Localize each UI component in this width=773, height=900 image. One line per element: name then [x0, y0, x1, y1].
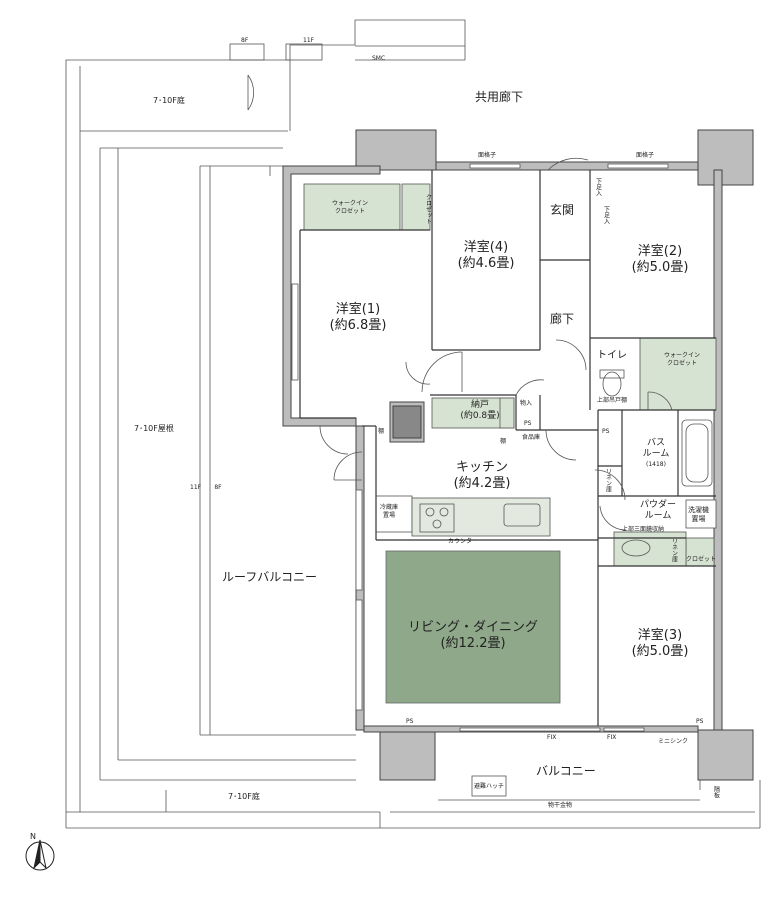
counter-label: カウンター: [448, 538, 479, 545]
mono-label: 物入: [520, 400, 533, 407]
kitchen-size: (約4.2畳): [453, 476, 511, 492]
roof-label: 7･10F屋根: [134, 424, 174, 433]
wic1-line-a: ウォークイン: [332, 200, 369, 207]
closets: [303, 183, 717, 567]
floor-11f-label: 11F: [303, 37, 315, 44]
clothes-label: 物干金物: [548, 802, 573, 809]
fix2-label: FIX: [607, 734, 617, 741]
bath-size: (1418): [646, 460, 666, 468]
bed3-size: (約5.0畳): [631, 644, 689, 660]
powder-name2: ルーム: [644, 511, 672, 522]
floor-8f-side-label: 8F: [214, 484, 222, 491]
shoes2-label: 下足入: [602, 206, 610, 224]
wic1-line-b: クロゼット: [335, 207, 366, 215]
powder-label: パウダー ルーム: [630, 500, 686, 523]
north-label: N: [30, 832, 36, 841]
north-arrow: [25, 839, 55, 871]
washer-label: 洗濯機 置場: [688, 506, 709, 524]
toilet-label: トイレ: [597, 350, 627, 361]
wic2-line-a: ウォークイン: [664, 352, 701, 359]
roof-balcony-label: ルーフバルコニー: [222, 570, 318, 584]
hatch-label: 避難ハッチ: [474, 783, 505, 790]
lattice2-label: 面格子: [636, 152, 655, 159]
bath-name2: ルーム: [642, 449, 670, 460]
linen1-label: リネン庫: [604, 468, 612, 492]
wic1-label: ウォークイン クロゼット: [332, 200, 368, 215]
vanity-upper-label: 上部三面鏡収納: [622, 526, 665, 533]
bed2-name: 洋室(2): [637, 244, 683, 259]
bed1-size: (約6.8畳): [329, 318, 387, 334]
doors: [319, 157, 673, 531]
bed2-label: 洋室(2) (約5.0畳): [620, 244, 700, 277]
kitchen-label: キッチン (約4.2畳): [440, 460, 524, 493]
ldk-size: (約12.2畳): [440, 636, 506, 652]
floor-8f-label: 8F: [241, 37, 249, 44]
toilet-shelf-label: 上部吊戸棚: [597, 397, 628, 404]
vanity-basin: [621, 539, 651, 557]
wic2-line-b: クロゼット: [667, 359, 698, 367]
storage-label: 納戸 (約0.8畳): [452, 400, 508, 423]
shoes1-label: 下足入: [594, 178, 602, 196]
partition-label: 隔板: [712, 786, 720, 798]
fridge-line-b: 置場: [383, 511, 396, 519]
common-corridor-label: 共用廊下: [475, 90, 524, 104]
bed1-name: 洋室(1): [335, 302, 381, 317]
closet3-label: クロゼット: [686, 556, 717, 563]
bed3-name: 洋室(3): [637, 628, 683, 643]
bed1-label: 洋室(1) (約6.8畳): [318, 302, 398, 335]
lattice1-label: 面格子: [478, 152, 497, 159]
balcony-elements: [438, 775, 700, 801]
balcony-label: バルコニー: [536, 764, 596, 778]
ps3-label: PS: [406, 718, 414, 725]
ps1-label: PS: [524, 420, 532, 427]
partitions: [299, 170, 716, 726]
site-outline: [65, 19, 761, 829]
shelf-label: 棚: [378, 428, 385, 435]
fridge-line-a: 冷蔵庫: [380, 504, 399, 511]
wic2-label: ウォークイン クロゼット: [664, 352, 700, 367]
smc-label: SMC: [372, 55, 386, 62]
kitchen-fixtures: [419, 503, 541, 533]
bathtub: [681, 419, 713, 487]
fridge-label: 冷蔵庫 置場: [380, 504, 398, 519]
bed4-size: (約4.6畳): [457, 256, 515, 272]
ldk-name: リビング・ダイニング: [407, 620, 538, 635]
garden-bottom-label: 7･10F庭: [228, 792, 260, 801]
shelf2-label: 棚: [500, 438, 507, 445]
bath-name: バス: [646, 438, 665, 448]
storage-name: 納戸: [470, 400, 489, 410]
fix1-label: FIX: [547, 734, 557, 741]
bed2-size: (約5.0畳): [631, 260, 689, 276]
storage-size: (約0.8畳): [460, 411, 500, 422]
mini-sink-label: ミニシンク: [658, 738, 689, 745]
floor-11f-side-label: 11F: [190, 484, 202, 491]
pantry-label: 食品庫: [522, 434, 541, 441]
toilet-fixture: [599, 369, 625, 397]
closet1-label: クロゼット: [424, 194, 432, 224]
powder-name: パウダー: [639, 500, 676, 510]
washer-line-b: 置場: [691, 514, 706, 523]
bed4-name: 洋室(4): [463, 240, 509, 255]
bath-label: バス ルーム (1418): [636, 438, 676, 468]
linen2-label: リネン庫: [670, 538, 678, 562]
ldk-floor: [385, 550, 561, 704]
bed4-label: 洋室(4) (約4.6畳): [446, 240, 526, 273]
bed3-label: 洋室(3) (約5.0畳): [620, 628, 700, 661]
windows: [291, 163, 669, 732]
entrance-label: 玄関: [550, 203, 575, 217]
washer-line-a: 洗濯機: [688, 506, 709, 514]
kitchen-name: キッチン: [455, 460, 508, 475]
ldk-label: リビング・ダイニング (約12.2畳): [396, 620, 550, 653]
garden-top-label: 7･10F庭: [153, 96, 185, 105]
ps2-label: PS: [602, 428, 610, 435]
hallway-label: 廊下: [550, 312, 575, 326]
ps4-label: PS: [696, 718, 704, 725]
